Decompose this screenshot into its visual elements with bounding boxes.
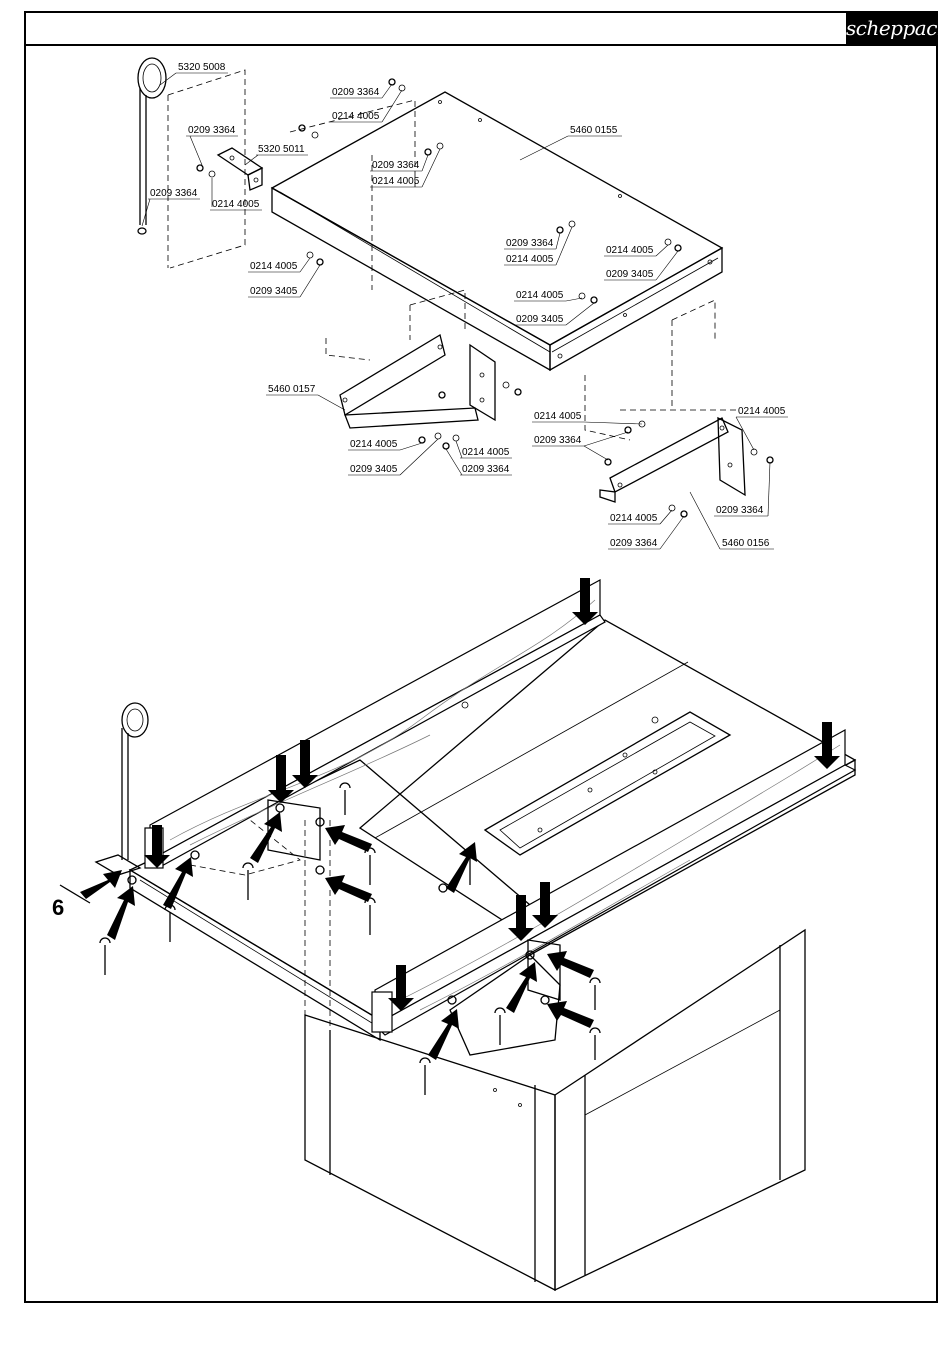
right-support-bracket [599,416,746,503]
part-label: 0209 3364 [150,188,198,199]
part-label: 0209 3405 [250,286,298,297]
part-label: 0214 4005 [250,261,298,272]
extension-table-assembled [128,759,532,1042]
assembly-view: 6 [52,578,857,1292]
page-frame: scheppach [24,11,950,1303]
part-label: 0214 4005 [212,199,260,210]
wooden-rail-left [144,578,606,869]
wrench-icons [59,782,601,1095]
part-label: 0214 4005 [738,406,786,417]
brand-logo: scheppach [846,13,950,44]
part-label: 0209 3364 [506,238,554,249]
part-label: 0214 4005 [332,111,380,122]
part-label: 0209 3364 [188,125,236,136]
part-label: 0209 3364 [332,87,380,98]
part-label: 0209 3405 [350,464,398,475]
assembly-bolts [127,803,550,1005]
part-label: 0209 3364 [372,160,420,171]
part-label: 0214 4005 [462,447,510,458]
part-label: 0214 4005 [606,245,654,256]
direction-arrows [80,578,840,1060]
part-label: 5460 0155 [570,125,618,136]
part-label: 0214 4005 [350,439,398,450]
leg-bracket [216,147,264,191]
part-label: 0209 3364 [462,464,510,475]
part-label: 0214 4005 [506,254,554,265]
extension-table-top [270,91,724,372]
saw-cabinet [304,928,806,1292]
left-support-bracket [339,333,496,429]
support-leg-assembled [94,702,149,876]
support-leg-rod [137,57,167,235]
part-label: 0214 4005 [372,176,420,187]
assembly-guide-lines [167,69,740,441]
tool-size-label: 6 [52,895,64,920]
part-label: 0209 3364 [716,505,764,516]
part-label: 0214 4005 [534,411,582,422]
part-labels: 5320 5008 0209 3364 0214 4005 0209 3364 … [141,62,788,550]
part-label: 5460 0156 [722,538,770,549]
part-label: 0214 4005 [610,513,658,524]
part-label: 0209 3405 [516,314,564,325]
part-label: 0209 3364 [534,435,582,446]
wooden-rail-right [371,728,857,1036]
part-label: 0209 3364 [610,538,658,549]
part-label: 5320 5008 [178,62,226,73]
exploded-view: 5320 5008 0209 3364 0214 4005 0209 3364 … [137,57,788,550]
header-rule [26,44,936,46]
part-label: 0209 3405 [606,269,654,280]
part-label: 5320 5011 [258,144,305,155]
part-label: 0214 4005 [516,290,564,301]
part-label: 5460 0157 [268,384,316,395]
